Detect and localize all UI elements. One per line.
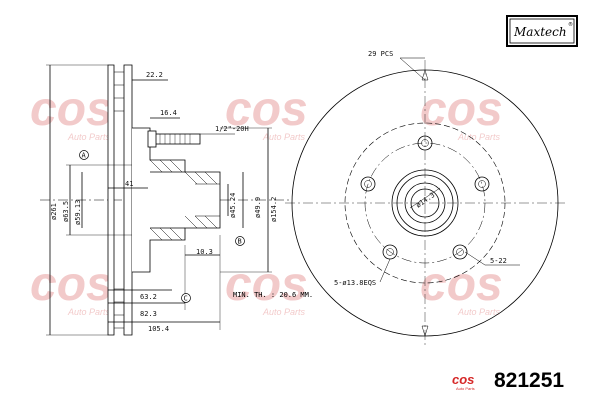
side-view [40, 64, 290, 336]
dim-105-4: 105.4 [148, 325, 169, 333]
watermark-logo-3: cos [420, 83, 503, 136]
datum-b-circle [235, 236, 245, 246]
footer-branding: cos Auto Parts 821251 [452, 369, 564, 392]
bolt-hole-3 [452, 244, 468, 260]
dim-10-3: 10.3 [196, 248, 213, 256]
watermark-group: cos Auto Parts cos Auto Parts cos Auto P… [30, 83, 503, 317]
side-view-labels: 22.2 16.4 1/2"-20H 41 10.3 63.2 82.3 105… [50, 71, 313, 333]
watermark-sub-2: Auto Parts [262, 132, 306, 142]
watermark-logo-2: cos [225, 83, 308, 136]
dim-dia-154-2: ø154.2 [270, 197, 278, 222]
dim-41: 41 [125, 180, 133, 188]
dim-dia-63-5: ø63.5 [62, 201, 70, 222]
datum-a-circle [79, 150, 89, 160]
slots-label: 5-22 [490, 257, 507, 265]
dim-82-3: 82.3 [140, 310, 157, 318]
bolt-hole-1 [417, 135, 433, 151]
dim-dia-49-9: ø49.9 [254, 197, 262, 218]
dim-63-2: 63.2 [140, 293, 157, 301]
watermark-sub-4: Auto Parts [67, 307, 111, 317]
cos-logo-tag: Auto Parts [456, 386, 475, 391]
dim-16-4: 16.4 [160, 109, 177, 117]
bolt-hole-2 [474, 176, 490, 192]
datum-a: A [82, 152, 87, 160]
watermark-logo-1: cos [30, 83, 113, 136]
center-dia-label: ø14.3 [415, 191, 437, 210]
watermark-logo-5: cos [225, 258, 308, 311]
bolt-holes-label: 5-ø13.8EQS [334, 279, 376, 287]
watermark-sub-6: Auto Parts [457, 307, 501, 317]
dim-dia-59-13: ø59.13 [74, 200, 82, 225]
front-view [285, 57, 565, 346]
datum-c-circle [181, 293, 191, 303]
dim-22-2: 22.2 [146, 71, 163, 79]
datum-c: C [184, 295, 188, 303]
dim-dia-45-24: ø45.24 [229, 193, 237, 218]
registered-mark: ® [568, 21, 573, 28]
bolt-hole-5 [360, 176, 376, 192]
dim-thread: 1/2"-20H [215, 125, 249, 133]
maxtech-logo: Maxtech ® [506, 15, 578, 47]
part-number: 821251 [494, 369, 564, 392]
watermark-sub-5: Auto Parts [262, 307, 306, 317]
cos-logo: cos [452, 372, 474, 387]
watermark-logo-4: cos [30, 258, 113, 311]
maxtech-text: Maxtech [513, 25, 567, 39]
watermark-sub-3: Auto Parts [457, 132, 501, 142]
dim-dia-261: ø261 [50, 203, 58, 220]
datum-b: B [238, 238, 242, 246]
watermark-sub-1: Auto Parts [67, 132, 111, 142]
pcs-label: 29 PCS [368, 50, 393, 58]
watermark-logo-6: cos [420, 258, 503, 311]
min-thickness-note: MIN. TH. : 20.6 MM. [233, 291, 313, 299]
